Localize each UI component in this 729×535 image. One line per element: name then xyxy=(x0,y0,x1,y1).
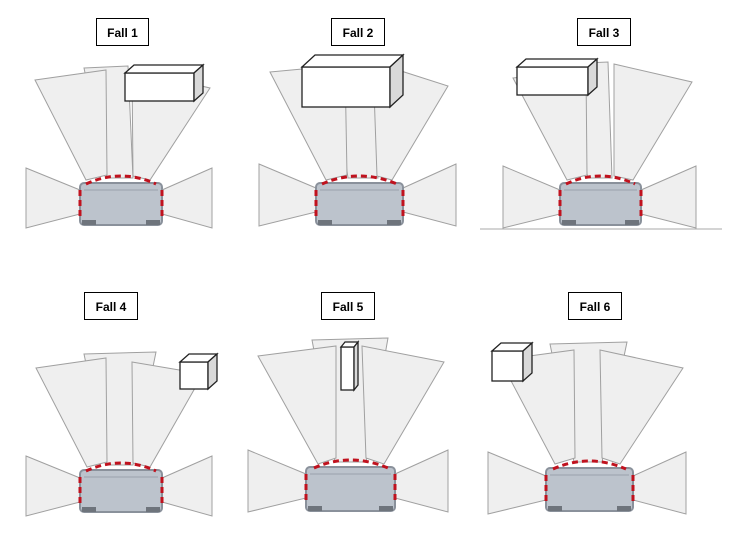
case-label-2: Fall 2 xyxy=(331,18,385,46)
sensor-coverage-bumper xyxy=(558,174,643,220)
sensor-field-left xyxy=(257,345,337,465)
sensor-field-right xyxy=(361,345,445,465)
obstacle-box xyxy=(515,57,599,97)
sensor-field-right xyxy=(613,63,693,181)
sensor-field-left xyxy=(35,357,108,468)
vehicle xyxy=(79,182,163,226)
sensor-field-left xyxy=(34,69,108,181)
scenario-panel-6 xyxy=(487,341,687,515)
sensor-field-side-left xyxy=(25,167,81,229)
obstacle-box xyxy=(300,53,405,109)
sensor-fields xyxy=(487,341,687,515)
sensor-field-side-left xyxy=(247,449,307,513)
sensor-coverage-bumper xyxy=(78,174,164,220)
scenario-panel-5 xyxy=(247,337,449,513)
obstacle-box xyxy=(339,340,360,392)
vehicle xyxy=(545,467,634,512)
sensor-field-side-left xyxy=(502,165,561,229)
case-label-1: Fall 1 xyxy=(96,18,149,46)
obstacle-box xyxy=(490,341,534,383)
vehicle xyxy=(315,182,404,226)
sensor-field-right xyxy=(599,349,684,465)
vehicle xyxy=(559,182,642,226)
scenario-panel-2 xyxy=(258,53,457,227)
sensor-field-side-right xyxy=(394,449,449,513)
sensor-field-side-right xyxy=(402,163,457,227)
case-label-3: Fall 3 xyxy=(577,18,631,46)
sensor-coverage-bumper xyxy=(78,461,164,507)
sensor-field-side-right xyxy=(640,165,697,229)
case-label-4: Fall 4 xyxy=(84,292,138,320)
sensor-coverage-bumper xyxy=(304,458,397,504)
sensor-field-side-left xyxy=(25,455,81,517)
scenario-panel-1 xyxy=(25,63,213,229)
sensor-fields xyxy=(247,337,449,513)
sensor-field-side-right xyxy=(161,167,213,229)
sensor-field-side-left xyxy=(258,163,317,227)
scenario-panel-4 xyxy=(25,351,219,517)
sensor-field-side-right xyxy=(632,451,687,515)
case-label-6: Fall 6 xyxy=(568,292,622,320)
obstacle-box xyxy=(178,352,219,391)
case-label-5: Fall 5 xyxy=(321,292,375,320)
scenario-panel-3 xyxy=(480,57,722,230)
vehicle xyxy=(305,466,396,512)
sensor-coverage-bumper xyxy=(544,459,635,505)
vehicle xyxy=(79,469,163,513)
sensor-field-side-left xyxy=(487,451,547,515)
sensor-coverage-bumper xyxy=(314,174,405,220)
obstacle-box xyxy=(123,63,205,103)
sensor-field-side-right xyxy=(161,455,213,517)
